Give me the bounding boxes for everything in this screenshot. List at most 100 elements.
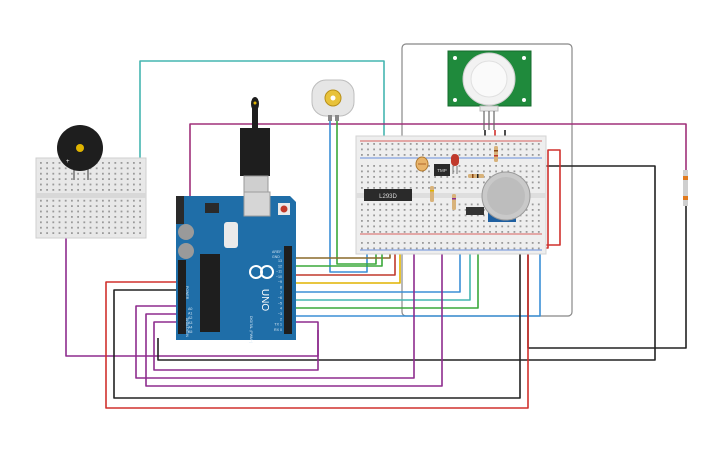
breadboard-hole	[52, 162, 55, 164]
breadboard-hole	[464, 214, 467, 217]
breadboard-hole	[133, 183, 135, 186]
wire-motor-teal[interactable]	[329, 120, 368, 273]
wire-purple-a2[interactable]	[153, 321, 319, 371]
breadboard-hole	[391, 220, 394, 222]
wire-purple-a0[interactable]	[135, 240, 415, 379]
breadboard-hole	[385, 187, 388, 189]
breadboard-hole	[489, 148, 491, 151]
breadboard-hole	[470, 170, 473, 173]
resistor-icon[interactable]	[430, 146, 688, 210]
pin-label: ~10	[276, 275, 282, 279]
breadboard-hole	[114, 221, 117, 224]
breadboard-hole	[422, 220, 424, 222]
dc-motor-icon[interactable]	[311, 79, 355, 121]
breadboard-hole	[458, 181, 461, 184]
ic-chip-icon[interactable]: L293D	[364, 189, 412, 201]
breadboard-hole	[452, 231, 455, 233]
breadboard-hole	[537, 247, 540, 250]
wire-d7[interactable]	[290, 240, 479, 309]
breadboard-hole	[102, 183, 104, 186]
breadboard-hole	[415, 214, 418, 217]
breadboard-hole	[397, 220, 400, 222]
ic-label: L293D	[379, 194, 397, 200]
temperature-sensor-icon[interactable]: TMP	[434, 164, 450, 176]
breadboard-hole	[531, 225, 534, 228]
breadboard-hole	[89, 205, 92, 207]
breadboard-hole	[422, 154, 424, 156]
breadboard-hole	[415, 203, 418, 206]
wire-black-gnd-3[interactable]	[527, 205, 687, 349]
breadboard-hole	[452, 225, 455, 228]
breadboard-hole	[458, 231, 461, 233]
breadboard-hole	[537, 154, 540, 156]
breadboard-hole	[108, 178, 110, 180]
wire-d9[interactable]	[290, 240, 461, 293]
breadboard-hole	[434, 176, 436, 178]
breadboard-hole	[120, 226, 123, 229]
breadboard-hole	[102, 210, 104, 213]
breadboard-hole	[120, 221, 123, 224]
breadboard-hole	[114, 205, 117, 207]
breadboard-hole	[403, 247, 406, 250]
breadboard-hole	[537, 220, 540, 222]
pir-sensor-icon[interactable]	[447, 50, 532, 130]
breadboard-hole	[361, 143, 363, 145]
breadboard-hole	[133, 178, 135, 180]
breadboard-hole	[440, 176, 443, 178]
arduino-uno-icon[interactable]: UNO DIGITAL (PWM~) POWER ANALOG IN AREF …	[176, 97, 296, 343]
breadboard-hole	[379, 154, 382, 156]
breadboard-hole	[108, 199, 110, 202]
breadboard-hole	[77, 189, 79, 191]
breadboard-hole	[367, 209, 369, 211]
breadboard-hole	[464, 209, 467, 211]
breadboard-hole	[133, 162, 135, 164]
breadboard-hole	[440, 214, 443, 217]
pin-label: 8	[280, 286, 282, 290]
main-breadboard-holes	[361, 143, 540, 250]
breadboard-hole	[120, 162, 123, 164]
breadboard-hole	[83, 172, 86, 175]
breadboard-hole	[40, 210, 42, 213]
wire-purple-top[interactable]	[189, 123, 687, 200]
breadboard-hole	[114, 189, 117, 191]
photoresistor-icon[interactable]	[415, 156, 429, 172]
pin-label: A0	[188, 307, 192, 311]
breadboard-hole	[40, 205, 42, 207]
breadboard-hole	[440, 220, 443, 222]
breadboard-hole	[139, 226, 141, 229]
breadboard-hole	[525, 214, 528, 217]
wire-black-gnd-2[interactable]	[157, 165, 656, 361]
breadboard-hole	[361, 203, 363, 206]
wire-d6[interactable]	[290, 240, 541, 317]
breadboard-hole	[428, 170, 430, 173]
breadboard-hole	[64, 226, 67, 229]
breadboard-hole	[385, 242, 388, 244]
wire-black-gnd-1[interactable]	[113, 240, 521, 399]
breadboard-hole	[52, 178, 55, 180]
breadboard-hole	[519, 154, 522, 156]
breadboard-hole	[470, 242, 473, 244]
wire-d8[interactable]	[290, 240, 471, 301]
breadboard-hole	[434, 209, 436, 211]
breadboard-hole	[409, 209, 412, 211]
piezo-buzzer-icon[interactable]: +	[57, 125, 103, 180]
breadboard-hole	[95, 167, 98, 170]
breadboard-hole	[440, 143, 443, 145]
breadboard-hole	[409, 148, 412, 151]
breadboard-hole	[397, 225, 400, 228]
breadboard-hole	[519, 165, 522, 167]
breadboard-hole	[403, 154, 406, 156]
gas-sensor-icon[interactable]	[466, 171, 531, 222]
breadboard-hole	[139, 205, 141, 207]
breadboard-hole	[397, 170, 400, 173]
red-led-icon[interactable]	[451, 154, 459, 174]
breadboard-hole	[83, 189, 86, 191]
breadboard-hole	[525, 242, 528, 244]
breadboard-hole	[507, 154, 510, 156]
breadboard-hole	[385, 176, 388, 178]
breadboard-hole	[95, 205, 98, 207]
breadboard-hole	[58, 199, 61, 202]
breadboard-hole	[71, 216, 73, 218]
